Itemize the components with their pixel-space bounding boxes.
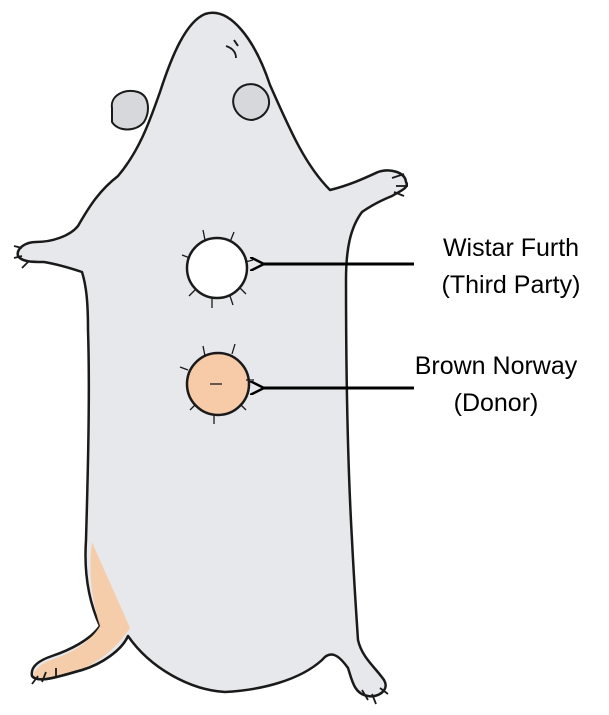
- left-ear: [112, 91, 148, 130]
- right-ear: [233, 84, 269, 120]
- donor-label-line1: Brown Norway: [415, 352, 578, 380]
- donor-label-line2: (Donor): [454, 389, 539, 417]
- third-party-label-line2: (Third Party): [442, 271, 581, 299]
- third-party-label-line1: Wistar Furth: [443, 234, 579, 262]
